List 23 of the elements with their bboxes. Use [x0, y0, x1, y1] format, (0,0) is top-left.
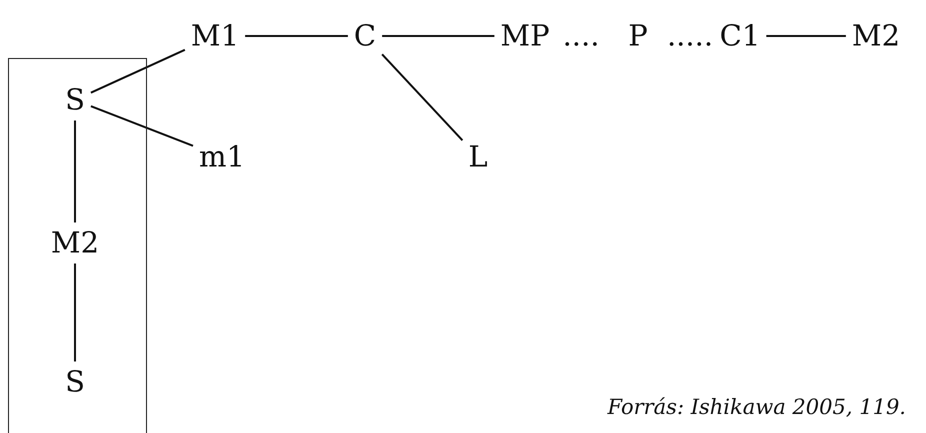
- connector-line: [245, 35, 348, 37]
- node-label: C1: [718, 20, 762, 52]
- frame-box: [8, 58, 147, 433]
- connector-line: [766, 35, 846, 37]
- node-label: L: [467, 140, 489, 174]
- connector-line: [382, 35, 494, 37]
- dots-text: .....: [666, 22, 714, 50]
- node-label: m1: [198, 140, 246, 174]
- node-label: M2: [850, 20, 902, 52]
- node-label: M2: [50, 226, 100, 260]
- connector-line: [381, 54, 464, 141]
- source-caption: Forrás: Ishikawa 2005, 119.: [608, 395, 906, 419]
- node-label: C: [352, 20, 378, 52]
- dots-text: ....: [562, 22, 600, 50]
- connector-line: [74, 120, 76, 222]
- connector-line: [90, 48, 186, 94]
- node-label: MP: [499, 20, 551, 52]
- node-label: M1: [190, 20, 240, 52]
- node-label: S: [64, 366, 86, 398]
- node-label: P: [627, 20, 649, 52]
- connector-line: [90, 105, 194, 147]
- connector-line: [74, 264, 76, 362]
- node-label: S: [64, 84, 86, 116]
